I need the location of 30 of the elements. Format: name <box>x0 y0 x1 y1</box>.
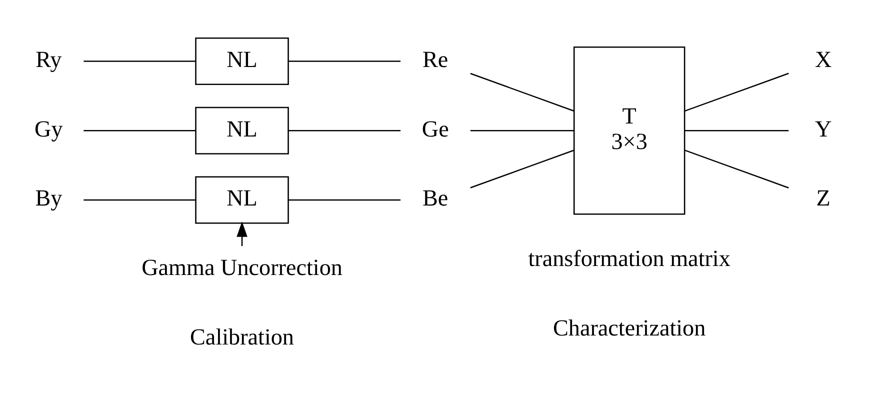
label: Calibration <box>190 324 294 350</box>
connector <box>84 199 196 201</box>
node-text: By <box>35 186 62 212</box>
arrow <box>236 221 248 246</box>
connector <box>470 130 574 132</box>
connector <box>84 60 196 62</box>
connector <box>84 130 196 132</box>
node-text: X <box>814 46 832 73</box>
node-text: Z <box>816 186 830 212</box>
label: Characterization <box>552 315 706 342</box>
connector <box>684 150 789 188</box>
connector <box>288 199 401 201</box>
connector <box>684 130 789 132</box>
node-label: transformation matrix <box>528 246 730 272</box>
connector <box>470 72 574 112</box>
node-text: Ry <box>36 46 62 73</box>
connector <box>288 60 401 62</box>
connector <box>470 150 574 188</box>
connector <box>684 72 789 112</box>
connector <box>288 130 401 132</box>
node-box: NL <box>195 176 289 224</box>
node-box: NL <box>195 38 289 86</box>
node-box: T 3×3 <box>573 46 686 215</box>
node-text: Re <box>422 46 448 73</box>
node-text: Be <box>422 186 448 212</box>
node-text: Gamma Uncorrection <box>142 255 342 282</box>
node-text: Ge <box>422 116 449 142</box>
node-text: Y <box>814 116 832 142</box>
node-text: Gy <box>34 116 63 142</box>
node-box: NL <box>195 106 289 154</box>
